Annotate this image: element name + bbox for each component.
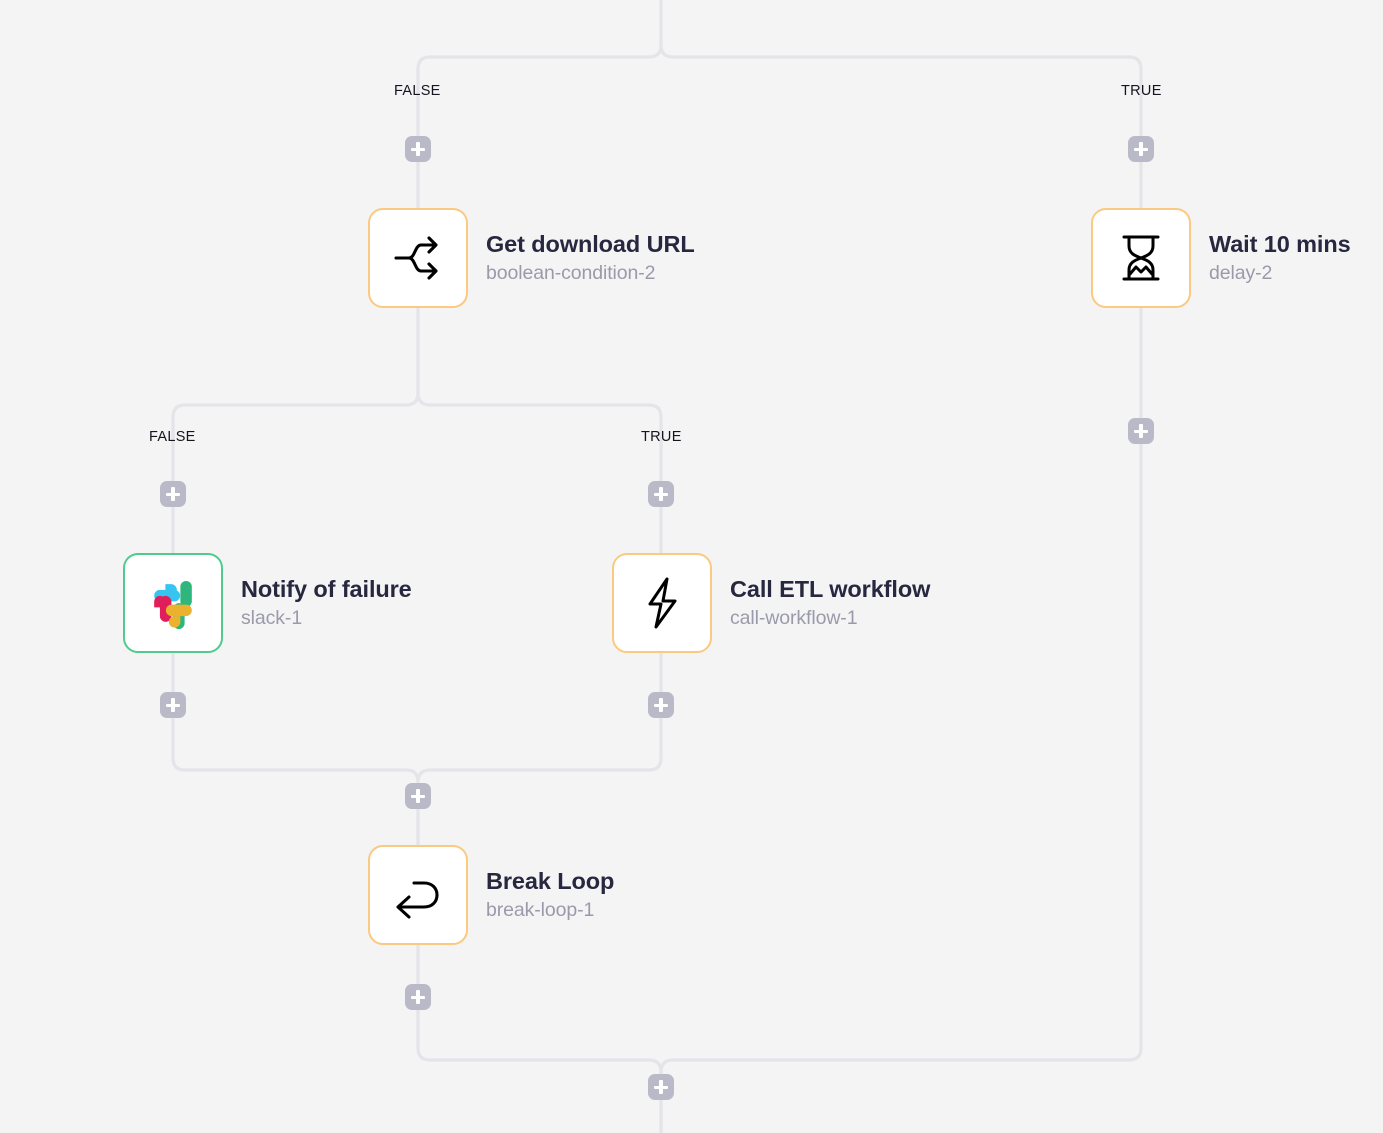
slack-icon [154,580,192,630]
node-text-group: Wait 10 mins delay-2 [1209,231,1351,284]
branch-split-icon [394,236,438,280]
hourglass-icon [1122,235,1160,281]
workflow-node-call-workflow-1[interactable]: Call ETL workflow call-workflow-1 [612,553,930,653]
wire-cond2-true [416,391,663,558]
node-text-group: Call ETL workflow call-workflow-1 [730,576,930,629]
branch-label-cond2-false: FALSE [149,429,196,445]
add-step-button-before-break-loop-1[interactable] [405,783,431,809]
workflow-node-delay-2[interactable]: Wait 10 mins delay-2 [1091,208,1351,308]
node-title: Notify of failure [241,576,412,603]
add-step-button-after-call-workflow-1[interactable] [648,692,674,718]
wire-callworkflow-merge [416,648,663,847]
node-subtitle: break-loop-1 [486,898,595,921]
node-text-group: Get download URL boolean-condition-2 [486,231,695,284]
node-title: Wait 10 mins [1209,231,1351,258]
node-title: Get download URL [486,231,695,258]
node-subtitle: delay-2 [1209,261,1273,284]
node-subtitle: boolean-condition-2 [486,261,656,284]
lightning-bolt-icon [648,577,677,629]
branch-label-root-true: TRUE [1121,83,1162,99]
add-step-button-cond2-false[interactable] [160,481,186,507]
wire-root-true [659,43,1143,212]
branch-label-cond2-true: TRUE [641,429,682,445]
add-step-button-final-merge[interactable] [648,1074,674,1100]
node-text-group: Break Loop break-loop-1 [486,868,614,921]
node-icon-box[interactable] [368,845,468,945]
wire-delay-final [659,1046,1143,1133]
wire-cond2-false [171,391,420,558]
u-turn-arrow-icon [396,881,439,919]
add-step-button-cond2-true[interactable] [648,481,674,507]
add-step-button-root-false[interactable] [405,136,431,162]
wire-breakloop-final [416,943,663,1133]
node-icon-box[interactable] [123,553,223,653]
node-subtitle: slack-1 [241,606,303,629]
branch-label-root-false: FALSE [394,83,441,99]
node-title: Break Loop [486,868,615,895]
add-step-button-after-break-loop-1[interactable] [405,984,431,1010]
wire-root-false [416,43,663,212]
add-step-button-after-slack-1[interactable] [160,692,186,718]
node-title: Call ETL workflow [730,576,931,603]
workflow-node-slack-1[interactable]: Notify of failure slack-1 [123,553,412,653]
workflow-node-boolean-condition-2[interactable]: Get download URL boolean-condition-2 [368,208,695,308]
node-text-group: Notify of failure slack-1 [241,576,412,629]
node-icon-box[interactable] [368,208,468,308]
wire-slack-merge [171,648,420,847]
workflow-node-break-loop-1[interactable]: Break Loop break-loop-1 [368,845,614,945]
node-subtitle: call-workflow-1 [730,606,858,629]
node-icon-box[interactable] [1091,208,1191,308]
add-step-button-after-delay-2[interactable] [1128,418,1154,444]
node-icon-box[interactable] [612,553,712,653]
add-step-button-root-true[interactable] [1128,136,1154,162]
